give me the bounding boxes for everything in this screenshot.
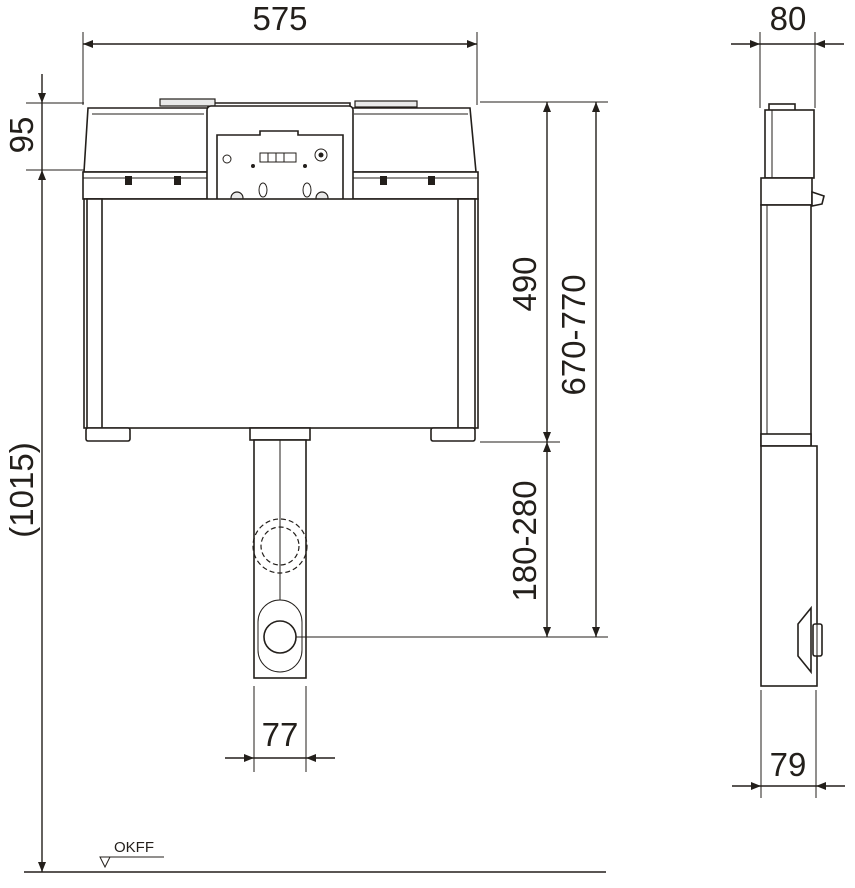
dimension-lines [24, 32, 845, 873]
front-view [82, 98, 479, 679]
top-clip-left [159, 98, 216, 107]
pipe-bend-hidden [260, 526, 300, 566]
outlet-connector [263, 620, 297, 654]
dim-670-770-label: 670-770 [555, 274, 592, 395]
floor-level-symbol [99, 856, 111, 869]
dim-79-label: 79 [770, 746, 807, 783]
side-tank [760, 204, 812, 446]
floor-mark-label: OKFF [114, 839, 154, 856]
dim-575-label: 575 [252, 0, 307, 37]
side-outlet-elbow [797, 605, 812, 675]
side-view [760, 103, 825, 687]
foot-right [430, 427, 476, 442]
dim-180-280-label: 180-280 [506, 480, 543, 601]
side-top-housing [764, 109, 815, 179]
foot-left [85, 427, 131, 442]
side-foot [760, 433, 812, 447]
dimension-labels: 575 80 95 (1015) 490 670-770 180-280 77 … [3, 0, 806, 856]
rail-clips [125, 176, 435, 185]
dim-80-label: 80 [770, 0, 807, 37]
top-clip-right [354, 100, 418, 108]
dim-490-label: 490 [506, 256, 543, 311]
dim-77-label: 77 [262, 716, 299, 753]
frame-leg-left [86, 198, 103, 429]
dim-95-label: 95 [3, 117, 40, 154]
side-rail [760, 177, 813, 206]
pipe-collar [249, 427, 311, 441]
tank-body [83, 198, 479, 429]
adjust-knob [314, 148, 328, 162]
frame-leg-right [457, 198, 476, 429]
dim-1015-label: (1015) [3, 442, 40, 537]
